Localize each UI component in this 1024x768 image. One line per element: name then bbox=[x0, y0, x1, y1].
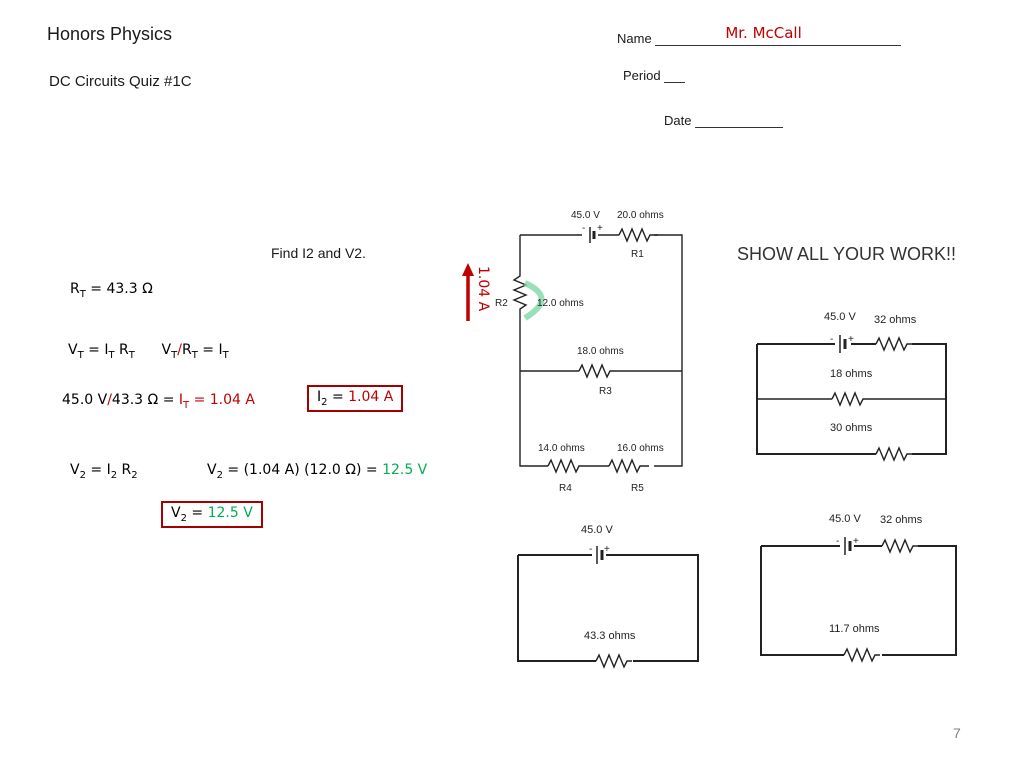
r3-label: R3 bbox=[599, 386, 612, 397]
circuit-d-battery-label: 45.0 V bbox=[829, 513, 861, 525]
r4-label: R4 bbox=[559, 483, 572, 494]
circuit-d-battery-icon: - + bbox=[836, 536, 859, 555]
date-field: Date bbox=[664, 113, 784, 128]
r5-value: 16.0 ohms bbox=[617, 443, 664, 454]
r1-label: R1 bbox=[631, 249, 644, 260]
r4-value: 14.0 ohms bbox=[538, 443, 585, 454]
svg-text:+: + bbox=[597, 223, 603, 234]
circuit-c-resistor bbox=[595, 653, 632, 669]
date-line bbox=[695, 113, 784, 128]
circuit-c-battery-icon: - + bbox=[589, 544, 610, 564]
r3-resistor bbox=[578, 363, 615, 379]
show-work-instruction: SHOW ALL YOUR WORK!! bbox=[737, 244, 957, 264]
circuit-b-mid-resistor bbox=[831, 391, 868, 407]
svg-text:-: - bbox=[582, 223, 585, 234]
circuit-b-series-resistor bbox=[875, 336, 912, 352]
circuit-b: - + 45.0 V 32 ohms 18 ohms 30 ohms bbox=[756, 311, 947, 462]
circuit-b-battery-icon: - + bbox=[830, 334, 854, 353]
circuit-b-bottom-resistor bbox=[875, 446, 912, 462]
v2-answer-box: V2 = 12.5 V bbox=[161, 501, 263, 528]
svg-text:-: - bbox=[830, 334, 833, 345]
main-circuit: - + 1.04 A 45.0 V 20.0 ohms R1 R2 12.0 o… bbox=[462, 210, 683, 494]
total-resistance-line: RT = 43.3 Ω bbox=[70, 281, 153, 300]
r5-resistor bbox=[608, 458, 649, 474]
circuit-b-bottom-value: 30 ohms bbox=[830, 422, 873, 434]
circuit-b-series-value: 32 ohms bbox=[874, 314, 917, 326]
r2-resistor bbox=[512, 270, 528, 322]
r1-resistor bbox=[618, 227, 658, 243]
page-number: 7 bbox=[953, 725, 961, 741]
svg-text:+: + bbox=[604, 544, 610, 555]
period-field: Period bbox=[623, 68, 686, 83]
svg-text:+: + bbox=[848, 334, 854, 345]
period-label: Period bbox=[623, 68, 661, 83]
v2-calc: (1.04 A) (12.0 Ω) bbox=[243, 462, 362, 478]
circuit-c-resistor-value: 43.3 ohms bbox=[584, 630, 636, 642]
current-annotation: 1.04 A bbox=[475, 266, 491, 312]
r4-resistor bbox=[547, 458, 582, 474]
name-field: Name Mr. McCall bbox=[617, 24, 902, 46]
circuit-d-series-value: 32 ohms bbox=[880, 514, 923, 526]
circuit-d-resistor-value: 11.7 ohms bbox=[829, 623, 880, 635]
r2-label: R2 bbox=[495, 298, 508, 309]
current-arrow-icon bbox=[462, 263, 474, 321]
circuit-b-mid-value: 18 ohms bbox=[830, 368, 873, 380]
circuit-d-resistor bbox=[843, 647, 880, 663]
svg-text:+: + bbox=[853, 536, 859, 547]
v2-calc-result: 12.5 V bbox=[382, 462, 428, 478]
svg-text:-: - bbox=[589, 544, 592, 555]
v2-calculation: V2 = (1.04 A) (12.0 Ω) = 12.5 V bbox=[207, 462, 428, 481]
r5-label: R5 bbox=[631, 483, 644, 494]
circuit-d-series-resistor bbox=[881, 538, 918, 554]
rt-value: 43.3 Ω bbox=[106, 281, 153, 297]
name-line: Mr. McCall bbox=[655, 24, 902, 46]
i2-answer-box: I2 = 1.04 A bbox=[307, 385, 404, 412]
period-line bbox=[664, 68, 686, 83]
circuit-b-battery-label: 45.0 V bbox=[824, 311, 856, 323]
r3-value: 18.0 ohms bbox=[577, 346, 624, 357]
v2-result: 12.5 V bbox=[207, 505, 253, 521]
ohms-law-line: VT = IT RT VT/RT = IT bbox=[68, 342, 229, 361]
total-current-line: 45.0 V/43.3 Ω = IT = 1.04 A bbox=[62, 392, 255, 411]
name-value: Mr. McCall bbox=[725, 24, 802, 42]
v2-formula: V2 = I2 R2 bbox=[70, 462, 138, 481]
circuit-c-battery-label: 45.0 V bbox=[581, 524, 613, 536]
quiz-title: DC Circuits Quiz #1C bbox=[49, 73, 192, 90]
i2-result: 1.04 A bbox=[348, 389, 394, 405]
it-result: 1.04 A bbox=[209, 392, 255, 408]
circuit-d: - + 45.0 V 32 ohms 11.7 ohms bbox=[760, 513, 957, 663]
main-battery-icon: - + bbox=[582, 223, 603, 243]
svg-text:-: - bbox=[836, 536, 839, 547]
r2-value: 12.0 ohms bbox=[537, 298, 584, 309]
circuit-c: - + 45.0 V 43.3 ohms bbox=[517, 524, 699, 669]
r1-value: 20.0 ohms bbox=[617, 210, 664, 221]
course-title: Honors Physics bbox=[47, 24, 173, 44]
find-instruction: Find I2 and V2. bbox=[271, 245, 366, 261]
name-label: Name bbox=[617, 31, 652, 46]
date-label: Date bbox=[664, 113, 692, 128]
current-arc-highlight bbox=[523, 280, 545, 321]
main-battery-label: 45.0 V bbox=[571, 210, 600, 221]
